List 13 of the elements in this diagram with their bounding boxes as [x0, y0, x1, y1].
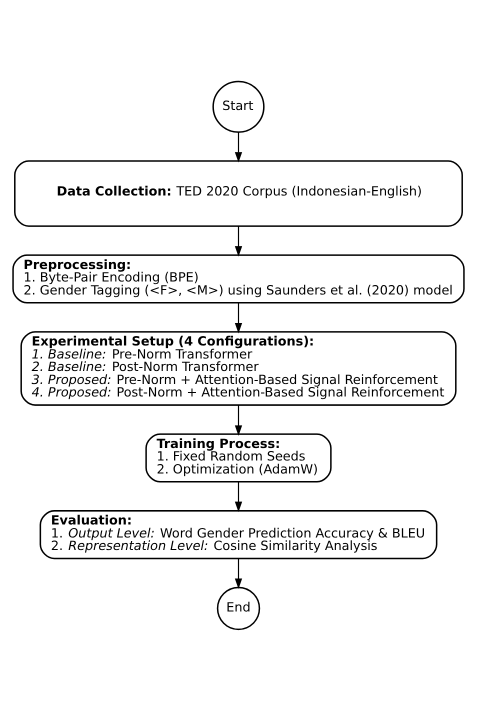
- arrow: [234, 558, 242, 589]
- arrow: [234, 132, 242, 163]
- arrow: [234, 226, 242, 257]
- arrow: [234, 405, 242, 436]
- node-box: Evaluation: 1. Output Level: Word Gender Prediction Accuracy & BLEU 2. Representation Level: Cosine Similarity Analysis: [40, 510, 438, 560]
- node-circle: End: [216, 586, 260, 630]
- node-box: Preprocessing: 1. Byte-Pair Encoding (BPE) 2. Gender Tagging (<F>, <M>) using Saunders et al. (2020) model: [12, 254, 465, 304]
- node-box: Experimental Setup (4 Configurations): 1. Baseline: Pre-Norm Transformer 2. Baseline: Post-Norm Transformer 3. Proposed: Pre-Norm + Attention-Based Signal Reinforcement 4. Proposed: Post-Norm + Attention-Based Signal Reinforcement: [20, 331, 457, 406]
- node-box: Data Collection: TED 2020 Corpus (Indonesian-English): [14, 160, 463, 227]
- node-box: Training Process: 1. Fixed Random Seeds 2. Optimization (AdamW): [145, 433, 332, 483]
- node-circle: Start: [212, 80, 265, 133]
- arrow: [234, 482, 242, 512]
- arrow: [234, 303, 242, 334]
